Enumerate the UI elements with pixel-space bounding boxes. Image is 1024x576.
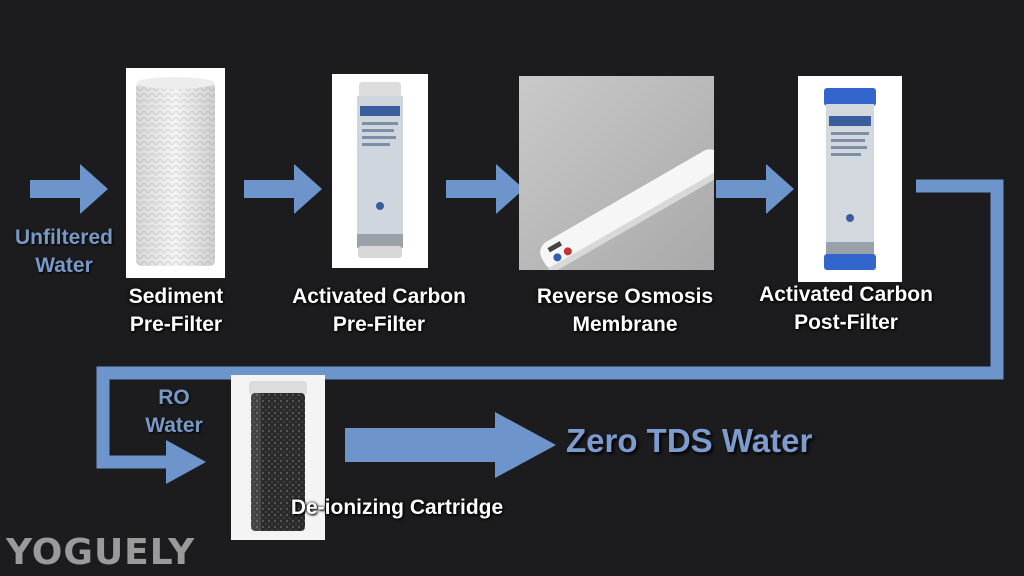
ro-membrane-image	[519, 76, 714, 270]
deionizing-cartridge-image	[231, 375, 325, 540]
stage-1-label: Sediment Pre-Filter	[106, 283, 246, 339]
yoguely-logo: YOGUELY	[6, 532, 196, 573]
carbon-postfilter-image	[798, 76, 902, 282]
arrow-stage-1-2	[244, 164, 322, 214]
arrow-output	[345, 412, 556, 478]
stage-4-line1: Activated Carbon	[759, 283, 933, 306]
ro-water-label: RO Water	[134, 384, 214, 440]
arrow-ro-water	[166, 440, 206, 484]
unfiltered-water-line1: Unfiltered	[14, 226, 113, 249]
return-pipe	[96, 179, 1004, 469]
deionizing-cartridge-text: De-ionizing Cartridge	[290, 496, 504, 519]
ro-water-line1: RO	[158, 386, 190, 409]
stage-4-line2: Post-Filter	[794, 311, 898, 334]
stage-3-line1: Reverse Osmosis	[536, 285, 714, 308]
carbon-prefilter-image	[332, 74, 428, 268]
stage-4-label: Activated Carbon Post-Filter	[744, 281, 948, 337]
stage-2-line2: Pre-Filter	[332, 313, 426, 336]
unfiltered-water-label: Unfiltered Water	[4, 224, 124, 280]
zero-tds-water-label: Zero TDS Water	[566, 422, 813, 459]
sediment-filter-image	[126, 68, 225, 278]
stage-1-line2: Pre-Filter	[129, 313, 223, 336]
unfiltered-water-line2: Water	[35, 254, 93, 277]
stage-3-label: Reverse Osmosis Membrane	[520, 283, 730, 339]
deionizing-cartridge-label: De-ionizing Cartridge	[272, 494, 522, 522]
arrow-stage-2-3	[446, 164, 524, 214]
stage-2-line1: Activated Carbon	[292, 285, 466, 308]
arrow-stage-3-4	[716, 164, 794, 214]
stage-1-line1: Sediment	[128, 285, 224, 308]
arrow-input	[30, 164, 108, 214]
stage-3-line2: Membrane	[572, 313, 678, 336]
ro-water-line2: Water	[145, 414, 203, 437]
stage-2-label: Activated Carbon Pre-Filter	[279, 283, 479, 339]
